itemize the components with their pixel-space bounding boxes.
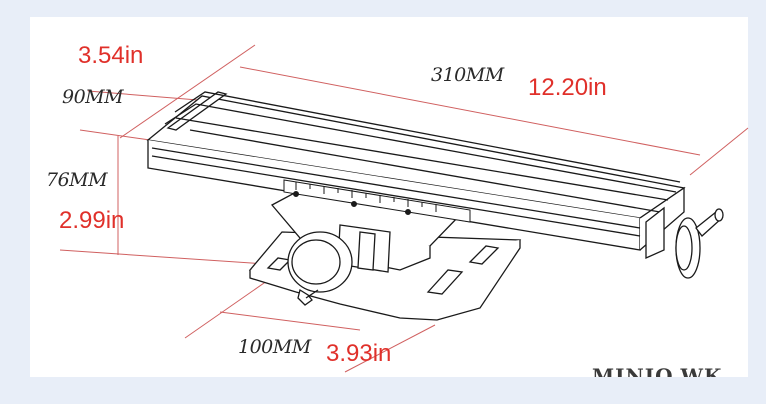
base-inch-label: 3.93in — [326, 340, 392, 367]
height-inch-label: 2.99in — [59, 207, 125, 234]
table-top — [146, 91, 686, 251]
height-mm-label: 76MM — [46, 169, 108, 191]
width-inch-label: 3.54in — [78, 42, 144, 69]
base-mm-label: 100MM — [238, 336, 311, 358]
watermark-text: MINIQ.WK — [592, 364, 723, 377]
watermark: MINIQ.WK — [592, 362, 748, 377]
width-mm-label: 90MM — [62, 86, 124, 108]
end-handwheel — [645, 206, 724, 279]
dimension-lines — [59, 44, 749, 373]
length-mm-label: 310MM — [431, 64, 504, 86]
scale-ruler — [283, 179, 471, 223]
length-inch-label: 12.20in — [528, 74, 607, 101]
front-handwheel — [287, 231, 353, 306]
